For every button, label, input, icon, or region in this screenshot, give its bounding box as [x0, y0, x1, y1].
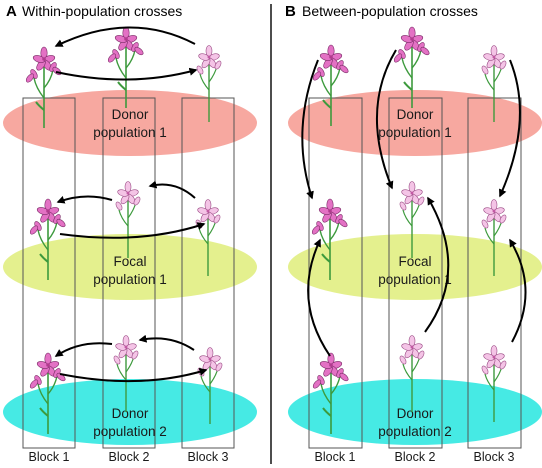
donor-population-2-ellipse	[288, 379, 542, 445]
block-1-label: Block 1	[29, 450, 70, 464]
cross-arrow	[307, 238, 331, 357]
focal-population-1-label-line2: population 1	[378, 272, 452, 287]
panel-a-title: Within-population crosses	[22, 3, 182, 19]
block-3-label: Block 3	[188, 450, 229, 464]
donor-population-1-label-line1: Donor	[397, 107, 434, 122]
donor-population-2-label-line2: population 2	[93, 424, 167, 439]
cross-arrow	[509, 238, 527, 343]
panel-b-letter: B	[285, 3, 296, 20]
panel-b: B Between-population crosses Donor popul…	[285, 3, 542, 464]
donor-population-2-ellipse	[3, 379, 257, 445]
cross-arrow	[424, 196, 450, 333]
donor-population-2-label-line1: Donor	[112, 406, 149, 421]
cross-arrow	[56, 195, 113, 204]
donor-population-1-label-line2: population 1	[93, 125, 167, 140]
block-2-label: Block 2	[395, 450, 436, 464]
cross-arrow	[375, 49, 397, 190]
cross-arrow	[301, 59, 319, 200]
block-3-label: Block 3	[474, 450, 515, 464]
donor-population-1-ellipse	[288, 90, 542, 156]
focal-population-1-label-line2: population 1	[93, 272, 167, 287]
block-1-rect	[22, 97, 76, 449]
block-2-rect	[102, 97, 156, 449]
focal-population-1-ellipse	[3, 234, 257, 300]
donor-population-1-label-line2: population 1	[378, 125, 452, 140]
block-1-label: Block 1	[315, 450, 356, 464]
panel-b-title: Between-population crosses	[302, 3, 478, 19]
block-2-rect	[388, 97, 443, 449]
panel-a-letter: A	[6, 3, 17, 20]
block-3-rect	[181, 97, 235, 449]
cross-arrow	[138, 334, 195, 351]
cross-arrow	[59, 222, 206, 239]
donor-population-1-label-line1: Donor	[112, 107, 149, 122]
focal-population-1-label-line1: Focal	[113, 254, 146, 269]
cross-arrow	[499, 59, 521, 198]
cross-arrow	[55, 67, 198, 81]
panel-a: A Within-population crosses Donor popula…	[3, 3, 257, 464]
focal-population-1-ellipse	[288, 234, 542, 300]
block-2-label: Block 2	[109, 450, 150, 464]
donor-population-2-label-line2: population 2	[378, 424, 452, 439]
cross-arrow	[54, 342, 113, 357]
focal-population-1-label-line1: Focal	[398, 254, 431, 269]
cross-arrow	[59, 368, 208, 383]
cross-arrow	[148, 180, 196, 199]
cross-arrow	[54, 26, 196, 47]
donor-population-2-label-line1: Donor	[397, 406, 434, 421]
donor-population-1-ellipse	[3, 90, 257, 156]
